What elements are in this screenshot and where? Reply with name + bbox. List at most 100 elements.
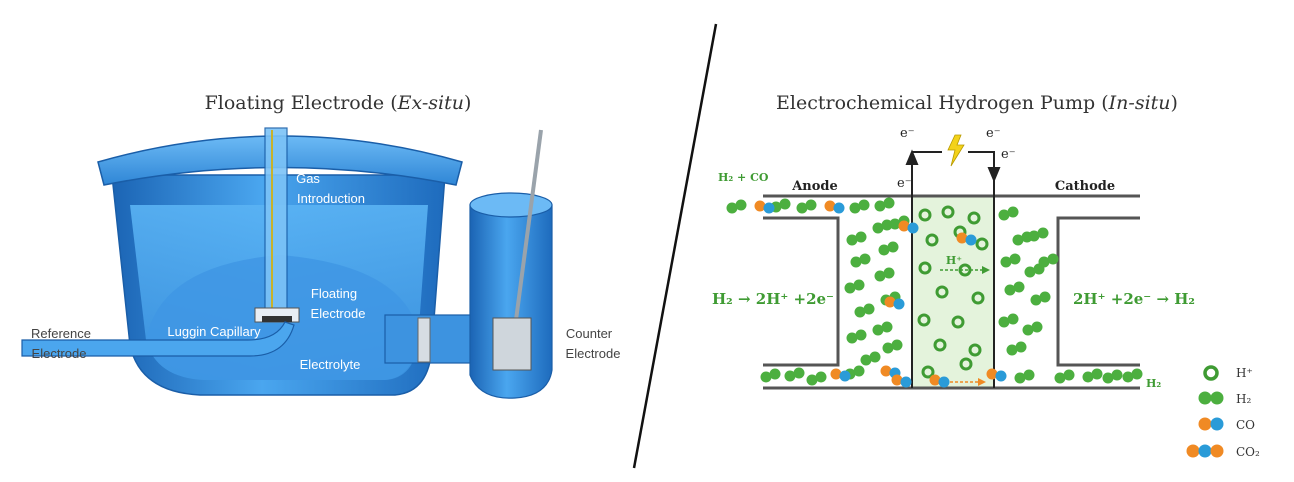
legend-item-h2: H₂ [1198,391,1251,406]
label-counter-1: Counter [566,326,613,341]
h2-molecule [1038,256,1050,268]
outlet-label: H₂ [1146,377,1161,390]
h2-molecule [859,253,871,265]
h2-molecule [869,351,881,363]
h2-molecule [1063,369,1075,381]
h2-molecule [1122,371,1134,383]
co-molecule [839,370,851,382]
h2-molecule [855,231,867,243]
electron-label: e⁻ [897,176,912,191]
h2-molecule [1047,253,1059,265]
frit [417,317,431,363]
left-title: Floating Electrode (Ex-situ) [205,92,472,114]
h2-molecule [1131,368,1143,380]
co-molecule [900,376,912,388]
particles [726,197,1143,388]
h2-molecule [881,219,893,231]
floating-electrode-cell [21,127,553,399]
co-molecule [986,368,998,380]
h2-molecule [1054,372,1066,384]
h2-molecule [1082,371,1094,383]
h2-molecule [998,316,1010,328]
legend-co2-icon [1186,444,1200,458]
legend-item-co2: CO₂ [1186,444,1260,459]
h2-molecule [1039,291,1051,303]
h2-molecule [1000,256,1012,268]
h2-molecule [805,199,817,211]
power-source-icon [947,134,965,167]
h2-molecule [858,199,870,211]
h2-molecule [855,329,867,341]
h2-molecule [882,342,894,354]
gas-tube [264,127,288,319]
co-molecule [965,234,977,246]
proton [941,205,955,219]
h2-molecule [863,303,875,315]
channel-walls [763,194,1140,390]
h2-molecule [846,234,858,246]
h2-molecule [796,202,808,214]
co-molecule [898,220,910,232]
h2-molecule [887,241,899,253]
legend-item-co: CO [1198,417,1255,432]
electron-labels: e⁻ e⁻ e⁻ e⁻ [897,126,1016,191]
proton [971,291,985,305]
legend-item-proton: H⁺ [1203,365,1253,381]
h2-molecule [1014,372,1026,384]
h2-molecule [889,218,901,230]
h2-molecule [1007,206,1019,218]
co-molecule [763,202,775,214]
h2-molecule [735,199,747,211]
label-luggin: Luggin Capillary [167,324,261,339]
h2-molecule [760,371,772,383]
h2-molecule [784,370,796,382]
h2-molecule [1013,281,1025,293]
co-molecule [880,365,892,377]
proton [917,313,931,327]
h2-molecule [872,222,884,234]
h2-molecule [815,371,827,383]
legend-proton-icon [1203,365,1219,381]
counter-electrode-plate [492,317,532,371]
proton [935,285,949,299]
h2-molecule [1012,234,1024,246]
legend-co-icon [1198,417,1212,431]
proton [951,315,965,329]
h2-molecule [891,339,903,351]
label-reference-1: Reference [31,326,91,341]
h2-molecule [1023,369,1035,381]
arrow-down [987,167,1001,183]
proton-arrow-label: H⁺ [946,254,962,267]
legend-label: H⁺ [1236,366,1253,380]
co-molecule [830,368,842,380]
co-molecule [833,202,845,214]
h2-molecule [806,374,818,386]
co-molecule [754,200,766,212]
proton [918,261,932,275]
co-arrowhead [978,378,986,386]
legend-h2-icon [1198,391,1212,405]
membrane [912,196,994,388]
proton [918,208,932,222]
panel-divider [632,23,718,469]
legend-label: CO [1236,418,1255,432]
co-molecule [893,298,905,310]
h2-molecule [1024,266,1036,278]
cathode-reaction: 2H⁺ +2e⁻ → H₂ [1073,290,1195,308]
co-molecule [995,370,1007,382]
proton-arrowhead [982,266,990,274]
h2-molecule [844,282,856,294]
electron-label: e⁻ [1001,147,1016,162]
legend: H⁺ H₂ CO CO₂ [1186,365,1260,459]
co-molecule [956,232,968,244]
luggin-capillary [21,321,295,357]
proton [921,365,935,379]
proton [925,233,939,247]
h2-molecule [1015,341,1027,353]
h2-molecule [853,279,865,291]
co-molecule [884,296,896,308]
proton [967,211,981,225]
electron-label: e⁻ [900,126,915,141]
h2-molecule [874,200,886,212]
